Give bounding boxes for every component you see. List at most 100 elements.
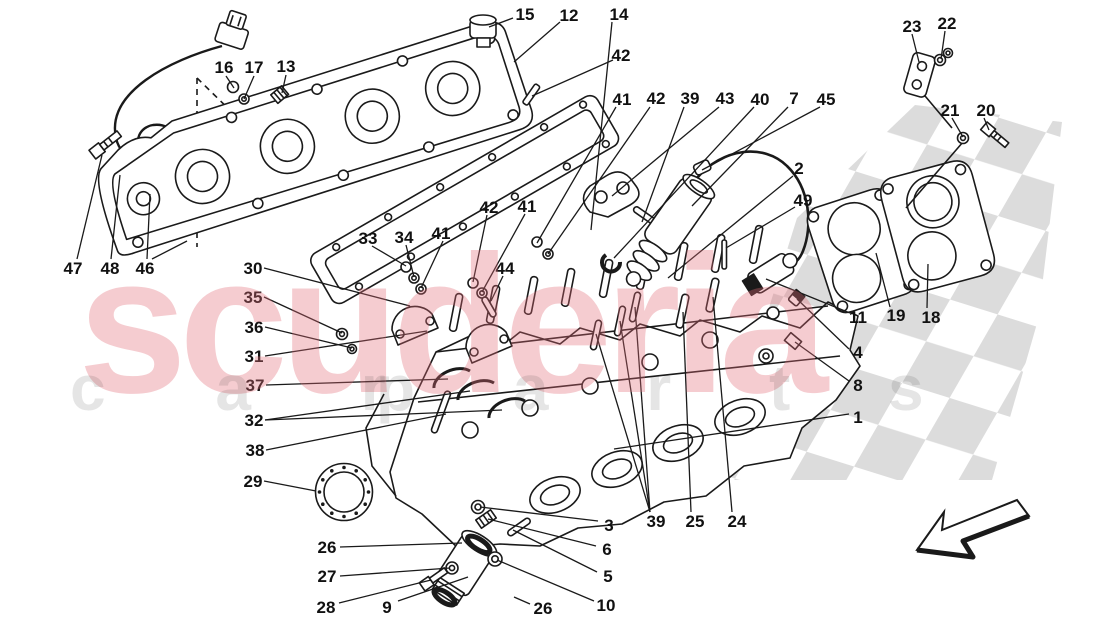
callout-label-41: 41: [432, 224, 451, 243]
spring-pin: [269, 85, 290, 105]
callout-label-42: 42: [480, 198, 499, 217]
callout-label-17: 17: [245, 58, 264, 77]
leader-line-5: [512, 529, 598, 573]
cam-cover-gasket: [309, 94, 620, 305]
leader-line-35: [263, 296, 343, 334]
leader-line-45: [701, 106, 821, 171]
bracket-mount-line: [919, 89, 953, 129]
callout-label-4: 4: [853, 343, 863, 362]
callout-label-29: 29: [244, 472, 263, 491]
callout-label-14: 14: [610, 5, 629, 24]
leader-line-21: [951, 117, 964, 138]
leader-line-49: [725, 206, 796, 249]
leader-line-37: [265, 378, 449, 386]
callout-label-39: 39: [681, 89, 700, 108]
leader-line-2: [667, 175, 794, 279]
leader-line-14: [590, 21, 613, 231]
leader-line-16: [225, 75, 235, 89]
dowel-pin: [721, 239, 728, 270]
callout-label-26: 26: [318, 538, 337, 557]
callout-label-45: 45: [817, 90, 836, 109]
callout-label-49: 49: [794, 191, 813, 210]
callout-label-1: 1: [853, 408, 862, 427]
leader-line-19: [875, 252, 891, 308]
leader-line-11: [765, 278, 851, 314]
callout-leader-lines: [76, 17, 990, 605]
leader-line-30: [263, 267, 411, 307]
direction-arrow: [915, 498, 1031, 560]
bracket-and-screws: [903, 47, 1010, 149]
callout-label-20: 20: [977, 101, 996, 120]
ignition-coil: [625, 173, 716, 287]
tube-o-ring: [600, 253, 622, 274]
leader-line-42: [472, 214, 488, 283]
cylinder-head: [365, 224, 861, 549]
leader-line-33: [371, 245, 407, 267]
callout-label-28: 28: [317, 598, 336, 617]
callout-label-10: 10: [597, 596, 616, 615]
callout-label-32: 32: [245, 411, 264, 430]
leader-line-17: [243, 75, 255, 100]
leader-line-12: [513, 21, 561, 63]
leader-line-7: [691, 106, 789, 207]
leader-line-46: [151, 240, 188, 260]
leader-line-46: [146, 193, 151, 260]
callout-label-44: 44: [496, 259, 515, 278]
leader-line-34: [405, 244, 415, 278]
bolt-mount-line: [905, 141, 964, 209]
leader-line-48: [110, 174, 121, 260]
callout-label-30: 30: [244, 259, 263, 278]
leader-line-42: [547, 106, 651, 255]
callout-label-42: 42: [647, 89, 666, 108]
wire-clip: [692, 159, 712, 176]
leader-line-41: [420, 240, 444, 289]
cover-plate: [879, 160, 996, 293]
callout-label-26: 26: [534, 599, 553, 618]
leader-line-8: [794, 341, 850, 382]
bolt-8: [783, 331, 803, 351]
leader-line-10: [496, 559, 595, 602]
leader-line-39: [641, 106, 685, 223]
leader-line-39: [634, 306, 651, 513]
leader-line-26: [339, 542, 463, 548]
callout-label-19: 19: [887, 306, 906, 325]
callout-label-33: 33: [359, 229, 378, 248]
leader-line-32: [264, 390, 471, 421]
watermark-word-parts: p a r t s: [376, 352, 964, 424]
leader-line-23: [911, 33, 920, 63]
callout-label-22: 22: [938, 14, 957, 33]
callout-label-36: 36: [245, 318, 264, 337]
callout-label-40: 40: [751, 90, 770, 109]
leader-line-1: [613, 413, 850, 450]
sensor-bolt: [88, 130, 123, 160]
leader-line-41: [481, 213, 526, 293]
callout-label-48: 48: [101, 259, 120, 278]
leader-line-28: [338, 579, 432, 604]
callout-label-9: 9: [382, 598, 391, 617]
callout-label-7: 7: [789, 89, 798, 108]
callout-label-43: 43: [716, 89, 735, 108]
callout-label-11: 11: [849, 308, 867, 327]
leader-line-26: [513, 596, 531, 605]
callout-label-39: 39: [647, 512, 666, 531]
water-outlet-elbow: [418, 529, 498, 608]
callout-label-21: 21: [941, 101, 960, 120]
callout-label-18: 18: [922, 308, 941, 327]
callout-label-6: 6: [602, 540, 611, 559]
callout-label-27: 27: [318, 567, 337, 586]
leader-line-18: [926, 263, 929, 309]
stud-42: [522, 83, 541, 106]
leader-line-40: [613, 106, 755, 259]
callout-label-13: 13: [277, 57, 296, 76]
callout-label-31: 31: [245, 347, 264, 366]
callout-label-8: 8: [853, 376, 862, 395]
callout-label-12: 12: [560, 6, 579, 25]
leader-line-32: [264, 409, 503, 421]
callout-label-35: 35: [244, 288, 263, 307]
leader-line-44: [490, 275, 504, 302]
callout-label-41: 41: [518, 197, 537, 216]
leader-line-47: [76, 154, 103, 260]
